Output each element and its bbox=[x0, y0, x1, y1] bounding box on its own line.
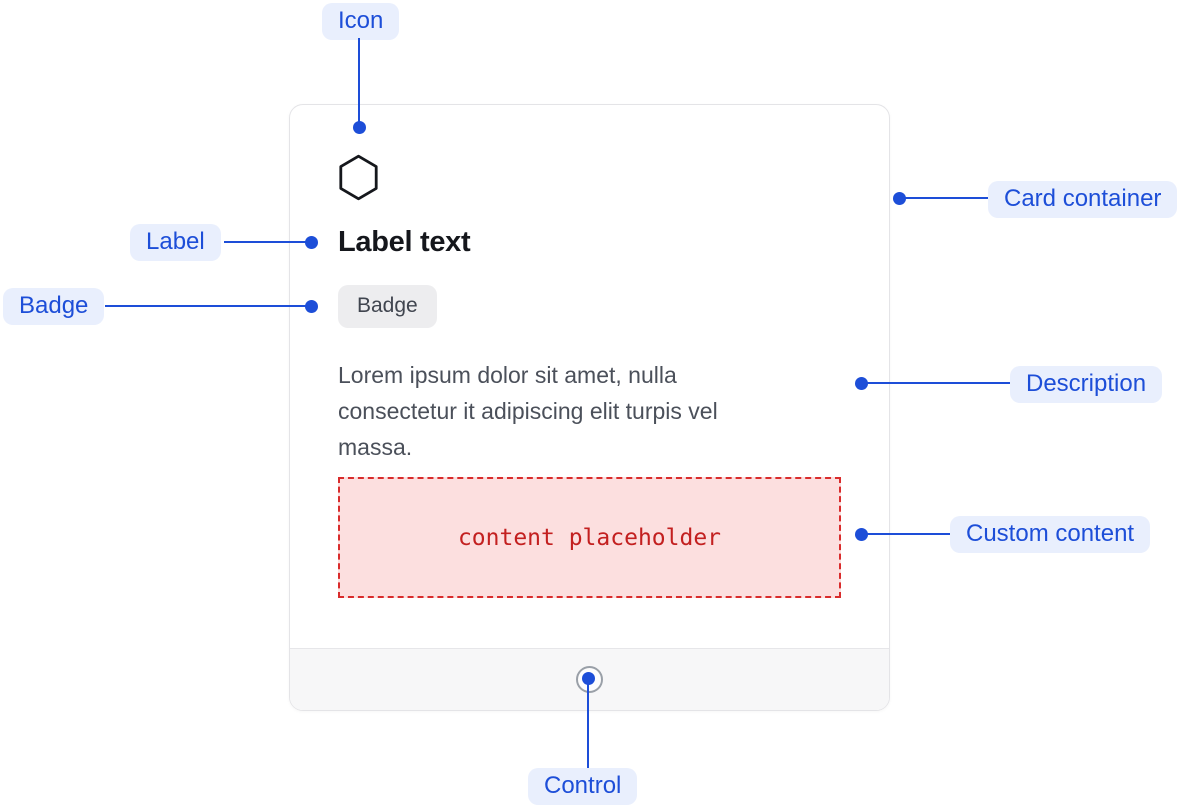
connector-dot-label bbox=[304, 235, 318, 249]
annotation-tag-description: Description bbox=[1010, 366, 1163, 403]
custom-content-placeholder: content placeholder bbox=[338, 477, 841, 598]
connector-dot-control bbox=[581, 671, 595, 685]
annotation-tag-label: Label bbox=[130, 224, 221, 261]
card-badge: Badge bbox=[338, 285, 437, 328]
annotation-tag-icon: Icon bbox=[322, 3, 400, 40]
card-body: Label text Badge Lorem ipsum dolor sit a… bbox=[290, 105, 889, 598]
connector-dot-icon bbox=[352, 120, 366, 134]
connector-line-control bbox=[586, 678, 589, 768]
annotation-tag-custom-content: Custom content bbox=[950, 516, 1151, 553]
card-description: Lorem ipsum dolor sit amet, nulla consec… bbox=[338, 357, 841, 465]
connector-dot-card-container bbox=[892, 191, 906, 205]
connector-line-label bbox=[224, 240, 311, 243]
connector-dot-badge bbox=[304, 299, 318, 313]
annotation-tag-card-container: Card container bbox=[988, 181, 1178, 218]
hexagon-icon bbox=[339, 154, 378, 201]
connector-line-custom-content bbox=[861, 532, 950, 535]
card-container: Label text Badge Lorem ipsum dolor sit a… bbox=[289, 104, 890, 711]
connector-dot-description bbox=[854, 376, 868, 390]
connector-line-badge bbox=[105, 304, 311, 307]
description-line: consectetur it adipiscing elit turpis ve… bbox=[338, 398, 718, 424]
annotation-tag-control: Control bbox=[528, 768, 638, 805]
card-label: Label text bbox=[338, 226, 471, 258]
description-line: massa. bbox=[338, 434, 413, 460]
connector-line-card-container bbox=[899, 196, 988, 199]
connector-dot-custom-content bbox=[854, 527, 868, 541]
annotation-tag-badge: Badge bbox=[3, 288, 105, 325]
description-line: Lorem ipsum dolor sit amet, nulla bbox=[338, 362, 677, 388]
circle-control-icon[interactable] bbox=[576, 666, 603, 693]
connector-line-icon bbox=[357, 38, 360, 127]
connector-line-description bbox=[861, 381, 1010, 384]
